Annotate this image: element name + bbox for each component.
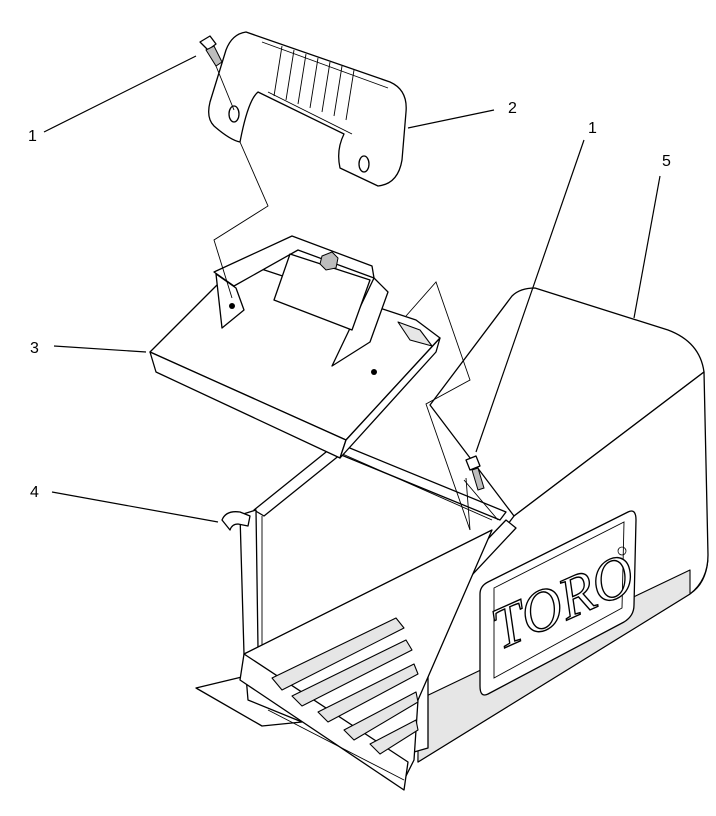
assembly-guide-lines	[213, 65, 471, 531]
callout-1-top-screw: 1	[28, 128, 37, 145]
bag-floor	[195, 529, 493, 791]
callout-2-handle: 2	[508, 100, 517, 117]
screw-part-1-top	[199, 35, 223, 67]
callout-4-frame: 4	[30, 484, 39, 501]
screw-part-1-right	[465, 455, 485, 491]
callout-3-cover-plate: 3	[30, 340, 39, 357]
leader-lines	[43, 55, 661, 523]
registered-mark-icon	[617, 546, 627, 556]
cover-plate-part-3	[149, 235, 441, 459]
callout-1-right-screw: 1	[588, 120, 597, 137]
callout-5-bag-cover: 5	[662, 153, 671, 170]
bag-cover-part-5: TORO	[417, 287, 709, 763]
handle-part-2	[208, 31, 407, 187]
